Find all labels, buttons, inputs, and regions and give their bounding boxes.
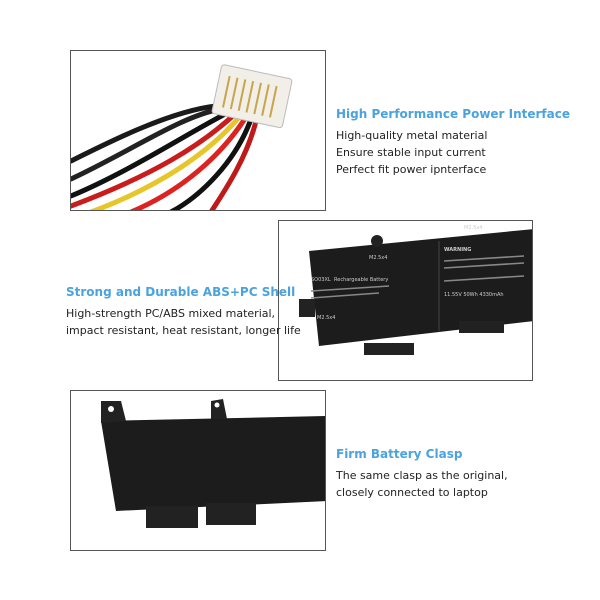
section-line: impact resistant, heat resistant, longer… <box>66 324 301 337</box>
battery-clasp-photo <box>70 390 326 551</box>
screw-label-right: M2.5x4 <box>464 225 482 231</box>
section-title: Firm Battery Clasp <box>336 447 463 461</box>
section-line: High-strength PC/ABS mixed material, <box>66 307 276 320</box>
warning-label: WARNING <box>444 247 471 253</box>
section-line: Ensure stable input current <box>336 146 486 159</box>
battery-rating: 11.55V 50Wh 4330mAh <box>444 292 504 298</box>
model-number: SO03XL <box>311 277 331 283</box>
section-line: Perfect fit power ipnterface <box>336 163 487 176</box>
screw-label-left: M2.5x4 <box>317 315 335 321</box>
section-line: closely connected to laptop <box>336 486 488 499</box>
screw-label-top: M2.5x4 <box>369 255 387 261</box>
battery-type: Rechargeable Battery <box>334 277 388 283</box>
section-battery-clasp: Firm Battery Clasp The same clasp as the… <box>336 446 508 501</box>
section-line: High-quality metal material <box>336 129 488 142</box>
section-power-interface: High Performance Power Interface High-qu… <box>336 106 570 178</box>
section-line: The same clasp as the original, <box>336 469 508 482</box>
section-abs-shell: Strong and Durable ABS+PC Shell High-str… <box>66 284 301 339</box>
section-title: Strong and Durable ABS+PC Shell <box>66 285 296 299</box>
section-title: High Performance Power Interface <box>336 107 571 121</box>
connector-photo <box>70 50 326 211</box>
battery-label-photo: M2.5x4 M2.5x4 M2.5x4 SO03XL Rechargeable… <box>278 220 533 381</box>
